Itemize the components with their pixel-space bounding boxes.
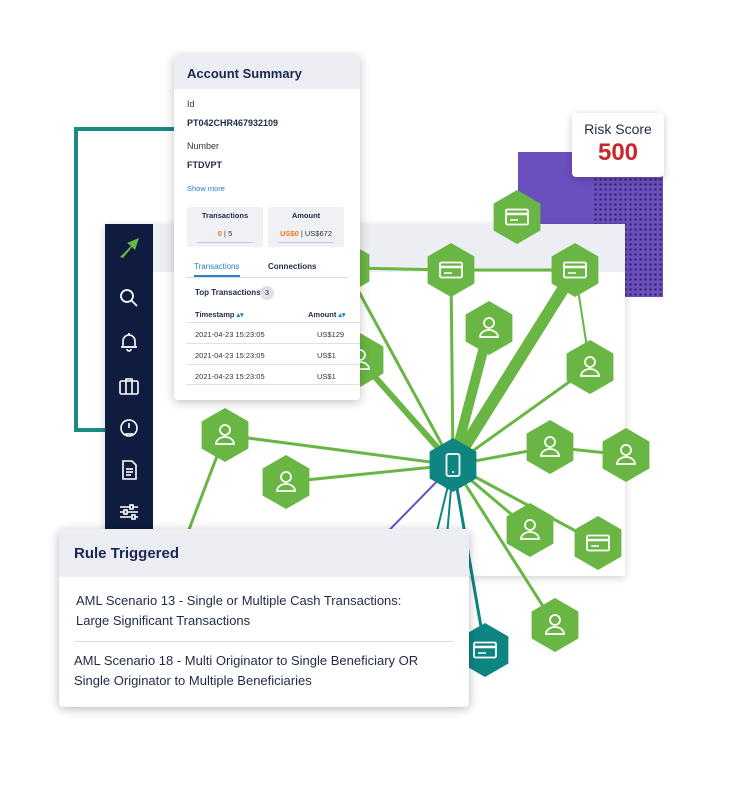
card-node[interactable] (574, 516, 622, 570)
tab-connections[interactable]: Connections (268, 262, 317, 271)
search-icon[interactable] (117, 286, 141, 310)
risk-score-value: 500 (597, 139, 639, 166)
graph-edge (344, 267, 455, 466)
person-node[interactable] (526, 420, 574, 474)
briefcase-icon[interactable] (117, 374, 141, 398)
person-node[interactable] (566, 340, 614, 394)
id-value: PT042CHR467932109 (187, 118, 279, 128)
bell-icon[interactable] (117, 330, 141, 354)
card-node[interactable] (551, 243, 599, 297)
rule-triggered-title: Rule Triggered (59, 529, 469, 577)
document-icon[interactable] (117, 458, 141, 482)
sort-icon[interactable]: ▴▾ (338, 312, 346, 319)
rule-line: AML Scenario 18 - Multi Originator to Si… (74, 653, 419, 668)
top-transactions-count-badge: 3 (260, 286, 274, 300)
amount-high: | US$672 (300, 229, 332, 238)
row-timestamp: 2021-04-23 15:23:05 (195, 372, 265, 381)
graph-edge (449, 269, 455, 466)
timestamp-header[interactable]: Timestamp ▴▾ (195, 310, 244, 319)
transactions-stat-value: 0 | 5 (187, 229, 263, 238)
graph-edge (451, 464, 557, 626)
person-node[interactable] (602, 428, 650, 482)
account-summary-card: Account Summary Id PT042CHR467932109 Num… (174, 55, 360, 400)
row-timestamp: 2021-04-23 15:23:05 (195, 330, 265, 339)
row-amount: US$129 (317, 330, 345, 339)
graph-edge (451, 464, 487, 651)
person-node[interactable] (531, 598, 579, 652)
person-node[interactable] (506, 503, 554, 557)
row-amount: US$1 (317, 351, 336, 360)
graph-edge (224, 433, 454, 467)
transactions-stat: Transactions 0 | 5 (187, 207, 263, 247)
amount-stat-value: US$0 | US$672 (268, 229, 344, 238)
row-amount: US$1 (317, 372, 336, 381)
card-node[interactable] (461, 623, 509, 677)
row-timestamp: 2021-04-23 15:23:05 (195, 351, 265, 360)
graph-edge (447, 266, 581, 469)
risk-score-card: Risk Score 500 (572, 113, 664, 177)
person-node[interactable] (465, 301, 513, 355)
rule-divider (74, 641, 454, 642)
amount-header[interactable]: Amount ▴▾ (308, 310, 345, 319)
amount-low: US$0 (280, 229, 299, 238)
summary-tabs: Transactions Connections (186, 260, 348, 278)
number-label: Number (187, 141, 220, 151)
device-node-center[interactable] (429, 438, 477, 492)
table-row[interactable]: 2021-04-23 15:23:05 US$129 (186, 322, 360, 343)
graph-edge (285, 463, 454, 484)
card-node[interactable] (493, 190, 541, 244)
transactions-total: | 5 (224, 229, 233, 238)
id-label: Id (187, 99, 195, 109)
amount-header-label: Amount (308, 310, 337, 319)
person-node[interactable] (201, 408, 249, 462)
top-transactions-label: Top Transactions (195, 288, 261, 297)
timestamp-header-label: Timestamp (195, 310, 235, 319)
gauge-icon[interactable] (117, 416, 141, 440)
stat-underline (197, 242, 253, 243)
rule-line: Single Originator to Multiple Beneficiar… (74, 673, 312, 688)
number-value: FTDVPT (187, 160, 222, 170)
stat-underline (278, 242, 334, 243)
amount-stat: Amount US$0 | US$672 (268, 207, 344, 247)
rule-triggered-card: Rule Triggered AML Scenario 13 - Single … (59, 529, 469, 707)
rule-item[interactable]: AML Scenario 13 - Single or Multiple Cas… (59, 591, 454, 631)
risk-score-label: Risk Score (584, 121, 652, 137)
tab-transactions[interactable]: Transactions (194, 262, 240, 277)
amount-stat-label: Amount (291, 211, 321, 220)
person-node[interactable] (262, 455, 310, 509)
rule-line: Large Significant Transactions (76, 613, 251, 628)
sliders-icon[interactable] (117, 500, 141, 524)
graph-edge (452, 365, 591, 467)
rule-line: AML Scenario 13 - Single or Multiple Cas… (76, 593, 402, 608)
logo-arrow-icon[interactable] (117, 236, 141, 260)
transactions-count: 0 (217, 229, 222, 238)
sidebar-nav (105, 224, 153, 544)
rule-item[interactable]: AML Scenario 18 - Multi Originator to Si… (59, 651, 454, 691)
account-summary-title: Account Summary (174, 55, 360, 89)
transactions-stat-label: Transactions (201, 211, 249, 220)
graph-edge (452, 463, 599, 545)
table-row[interactable]: 2021-04-23 15:23:05 US$1 (186, 343, 360, 364)
table-row[interactable]: 2021-04-23 15:23:05 US$1 (186, 364, 360, 385)
show-more-link[interactable]: Show more (187, 184, 225, 193)
card-node[interactable] (427, 243, 475, 297)
sort-icon[interactable]: ▴▾ (236, 312, 244, 319)
